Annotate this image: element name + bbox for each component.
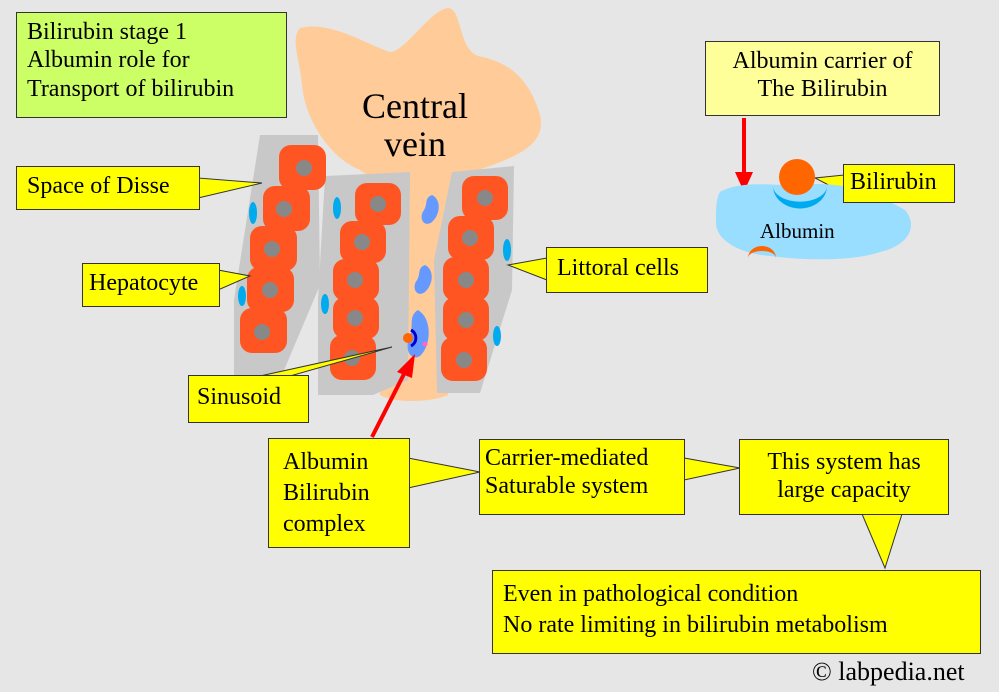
label-hepatocyte: Hepatocyte	[82, 263, 220, 307]
littoral-cell	[249, 202, 257, 224]
albumin-carrier-box: Albumin carrier of The Bilirubin	[705, 41, 940, 116]
nucleus	[347, 310, 363, 326]
nucleus	[276, 201, 292, 217]
inset-small-bilirubin	[748, 246, 776, 258]
nucleus	[458, 312, 474, 328]
sinusoid-text: Sinusoid	[197, 384, 282, 410]
pointer-littoral	[506, 257, 548, 281]
pointer-capacity	[861, 513, 903, 570]
littoral-cell	[321, 294, 329, 314]
sinusoid-complex	[403, 328, 428, 348]
carrier-line-2: The Bilirubin	[757, 76, 888, 103]
label-space-of-disse: Space of Disse	[16, 166, 200, 210]
complex-line-3: complex	[283, 511, 366, 538]
label-sinusoid: Sinusoid	[188, 375, 309, 423]
nucleus	[296, 160, 312, 176]
mechanism-line-1: Carrier-mediated	[485, 445, 649, 471]
nucleus	[370, 196, 386, 212]
nucleus	[354, 234, 370, 250]
littoral-cell	[503, 239, 511, 261]
capacity-box: This system has large capacity	[739, 439, 949, 515]
littoral-cell	[333, 197, 341, 219]
carrier-line-1: Albumin carrier of	[732, 48, 913, 74]
littoral-cells	[238, 197, 511, 346]
nucleus	[262, 282, 278, 298]
hepatocyte-text: Hepatocyte	[89, 270, 199, 296]
nucleus	[254, 324, 270, 340]
central-vein-shape	[295, 8, 541, 401]
note-line-2: No rate limiting in bilirubin metabolism	[503, 612, 888, 639]
space-of-disse-text: Space of Disse	[27, 173, 170, 199]
hepatocytes-right	[441, 176, 508, 381]
capacity-line-2: large capacity	[777, 477, 911, 504]
title-line-1: Bilirubin stage 1	[27, 19, 187, 45]
nucleus	[456, 352, 472, 368]
title-box: Bilirubin stage 1 Albumin role for Trans…	[16, 12, 287, 118]
label-inset-bilirubin: Bilirubin	[843, 164, 955, 203]
hepatocytes-left	[240, 145, 326, 353]
arrow-to-sinusoid	[370, 354, 415, 438]
watermark-text: labpedia.net	[838, 657, 965, 686]
mechanism-box: Carrier-mediated Saturable system	[479, 439, 685, 515]
nucleus	[264, 241, 280, 257]
nucleus	[458, 272, 474, 288]
mechanism-line-2: Saturable system	[485, 473, 649, 500]
bilirubin-dot	[403, 333, 413, 343]
inset-bilirubin-circle	[779, 159, 815, 195]
pointer-mechanism	[683, 457, 741, 481]
nucleus	[347, 272, 363, 288]
watermark: © labpedia.net	[812, 657, 965, 687]
central-vein-line-2: vein	[384, 123, 446, 164]
note-line-1: Even in pathological condition	[503, 581, 799, 607]
central-vein-line-1: Central	[362, 86, 468, 126]
nucleus	[477, 190, 493, 206]
small-pink-dot	[422, 341, 428, 347]
littoral-cell	[238, 286, 246, 306]
capacity-line-1: This system has	[767, 449, 921, 475]
littoral-cells-text: Littoral cells	[557, 255, 679, 281]
title-line-3: Transport of bilirubin	[27, 75, 235, 102]
complex-box: Albumin Bilirubin complex	[268, 438, 410, 548]
central-vein-label: Central vein	[345, 86, 485, 164]
pointer-complex	[407, 457, 481, 489]
complex-line-1: Albumin	[283, 449, 369, 475]
inset-albumin-text: Albumin	[760, 219, 835, 243]
littoral-cell	[493, 326, 501, 346]
red-blood-cell	[421, 195, 439, 224]
copyright-symbol: ©	[812, 657, 832, 686]
inset-bilirubin-text: Bilirubin	[850, 169, 937, 195]
albumin-crescent	[410, 328, 418, 348]
label-littoral-cells: Littoral cells	[546, 247, 708, 293]
inset-albumin-crescent	[773, 186, 827, 209]
red-blood-cell	[414, 265, 432, 294]
note-box: Even in pathological condition No rate l…	[492, 570, 981, 654]
arrow-to-inset	[735, 118, 753, 192]
title-line-2: Albumin role for	[27, 47, 190, 74]
nucleus	[462, 230, 478, 246]
complex-line-2: Bilirubin	[283, 480, 370, 507]
